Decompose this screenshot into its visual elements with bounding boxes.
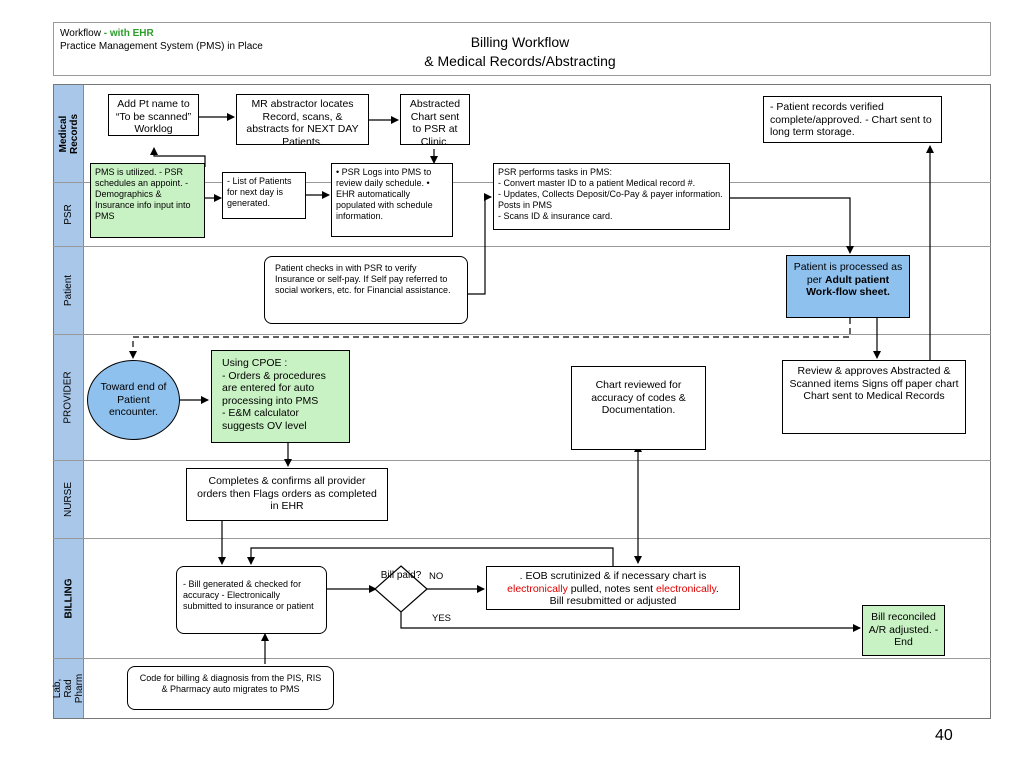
arrow-psrtasks-to-processed: [730, 197, 854, 254]
arrow-pms-to-addpt: [150, 147, 206, 167]
cpoe-item: - E&M calculator suggests OV level: [222, 407, 307, 432]
header-frame: [53, 22, 991, 76]
eob-box: . EOB scrutinized & if necessary chart i…: [486, 566, 740, 610]
lane-billing: BILLING: [54, 539, 84, 658]
records-verified-box: - Patient records verified complete/appr…: [763, 96, 942, 143]
lane-divider: [53, 334, 991, 335]
review-approves-box: Review & approves Abstracted & Scanned i…: [782, 360, 966, 434]
abstracted-chart-box: Abstracted Chart sent to PSR at Clinic.: [400, 94, 470, 148]
toward-end-oval: Toward end of Patient encounter.: [87, 360, 180, 440]
code-billing-box: Code for billing & diagnosis from the PI…: [127, 666, 334, 710]
toward-end-text: Toward end of Patient encounter.: [100, 381, 167, 419]
arrow-yes-to-reconciled: [400, 612, 861, 632]
processed-bold-text: Adult patient Work-flow sheet.: [806, 273, 890, 299]
workflow-label: Workflow: [60, 28, 104, 39]
swimlane-frame: [53, 84, 991, 719]
yes-label: YES: [432, 613, 452, 624]
header-subtitle: Workflow - with EHR Practice Management …: [60, 27, 263, 53]
arrow-patient-to-psrtasks: [468, 193, 492, 295]
page-number: 40: [935, 727, 953, 744]
psr-tasks-box: PSR performs tasks in PMS: - Convert mas…: [493, 163, 730, 230]
no-label: NO: [429, 571, 444, 582]
bill-generated-box: - Bill generated & checked for accuracy …: [176, 566, 327, 634]
cpoe-item: - Orders & procedures are entered for au…: [222, 369, 326, 407]
bill-paid-diamond: [374, 565, 428, 613]
pms-utilized-box: PMS is utilized. - PSR schedules an appo…: [90, 163, 205, 238]
eob-text: .: [715, 582, 719, 595]
psr-task-item: - Convert master ID to a patient Medical…: [498, 178, 696, 188]
title-line-2: & Medical Records/Abstracting: [424, 53, 616, 69]
bill-reconciled-box: Bill reconciled A/R adjusted. - End: [862, 605, 945, 656]
processed-text: Patient is processed as per: [793, 261, 903, 286]
lane-nurse: NURSE: [54, 461, 84, 538]
title-line-1: Billing Workflow: [470, 34, 570, 50]
psr-task-item: - Scans ID & insurance card.: [498, 211, 613, 221]
lane-psr: PSR: [54, 183, 84, 246]
nurse-completes-box: Completes & confirms all provider orders…: [186, 468, 388, 521]
psr-task-item: - Updates, Collects Deposit/Co-Pay & pay…: [498, 189, 723, 210]
cpoe-box: Using CPOE : - Orders & procedures are e…: [211, 350, 350, 443]
eob-text: pulled, notes sent: [567, 582, 656, 595]
lane-divider: [53, 246, 991, 247]
eob-text: . EOB scrutinized & if necessary chart i…: [519, 570, 707, 582]
list-patients-box: - List of Patients for next day is gener…: [222, 172, 306, 219]
mr-abstractor-box: MR abstractor locates Record, scans, & a…: [236, 94, 369, 148]
patient-checks-box: Patient checks in with PSR to verify Ins…: [264, 256, 468, 324]
eob-red-text: electronically: [656, 582, 716, 595]
lane-lab: Lab, Rad Pharm: [52, 659, 85, 718]
eob-red-text: electronically: [507, 582, 568, 595]
lane-divider: [53, 460, 991, 461]
lane-medical-records: Medical Records: [54, 85, 84, 182]
eob-text: Bill resubmitted or adjusted: [549, 595, 677, 607]
psr-tasks-title: PSR performs tasks in PMS:: [498, 167, 613, 177]
psr-logs-box: • PSR Logs into PMS to review daily sche…: [331, 163, 453, 237]
patient-processed-box: Patient is processed as per Adult patien…: [786, 255, 910, 318]
arrow-eob-back-to-bill: [247, 547, 614, 566]
lane-patient: Patient: [54, 247, 84, 334]
chart-reviewed-box: Chart reviewed for accuracy of codes & D…: [571, 366, 706, 450]
page-title: Billing Workflow & Medical Records/Abstr…: [380, 33, 660, 71]
add-pt-box: Add Pt name to “To be scanned” Worklog: [108, 94, 199, 136]
lane-provider: PROVIDER: [54, 335, 84, 460]
bill-paid-label: Bill paid?: [380, 570, 422, 581]
lane-divider: [53, 658, 991, 659]
pms-label: Practice Management System (PMS) in Plac…: [60, 41, 263, 52]
with-ehr-label: - with EHR: [103, 28, 154, 39]
cpoe-title: Using CPOE :: [222, 357, 288, 369]
lane-divider: [53, 538, 991, 539]
